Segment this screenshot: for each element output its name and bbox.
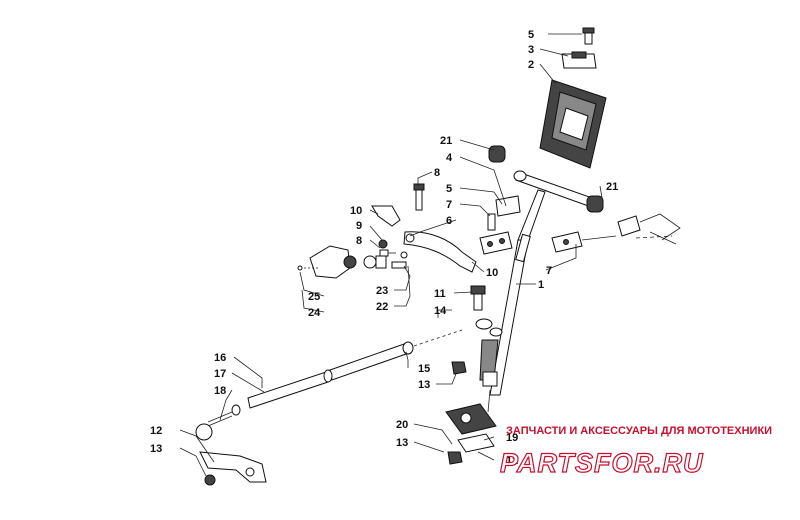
callout-8-top: 8: [434, 167, 440, 179]
bolt-8-small: [379, 249, 396, 257]
callout-13-bottom: 13: [396, 437, 408, 449]
callout-21-right: 21: [606, 181, 618, 193]
watermark-tagline: ЗАПЧАСТИ И АКСЕССУАРЫ ДЛЯ МОТОТЕХНИКИ: [506, 425, 772, 437]
callout-16: 16: [214, 352, 226, 364]
bushing-21-left: [488, 145, 506, 163]
spindle-left: [199, 451, 267, 486]
callout-18: 18: [214, 385, 226, 397]
clamp-cap: [561, 51, 597, 69]
callout-8-left: 8: [356, 235, 362, 247]
callout-5-top: 5: [528, 29, 534, 41]
callout-10-right: 10: [486, 267, 498, 279]
bolt-11: [470, 285, 486, 311]
callout-19: 19: [506, 432, 518, 444]
callout-7-mid: 7: [446, 199, 452, 211]
callout-3: 3: [528, 44, 534, 56]
tie-rod: [247, 329, 463, 409]
bolt-8-top: [413, 183, 425, 211]
callout-22: 22: [376, 301, 388, 313]
callout-7-right: 7: [546, 265, 552, 277]
callout-5-mid: 5: [446, 183, 452, 195]
callout-4: 4: [446, 152, 453, 164]
steering-post: [479, 189, 546, 413]
callout-12-bottom: 12: [506, 455, 518, 467]
callout-10-left: 10: [350, 205, 362, 217]
lever-10: [371, 205, 401, 227]
callout-20: 20: [396, 419, 408, 431]
watermark: ЗАПЧАСТИ И АКСЕССУАРЫ ДЛЯ МОТОТЕХНИКИ PA…: [499, 425, 772, 479]
callout-2: 2: [528, 59, 534, 71]
throttle-linkage-right: [617, 213, 681, 245]
callout-14: 14: [434, 305, 447, 317]
bushing-21-right: [586, 195, 604, 213]
handlebar-pad: [539, 79, 607, 169]
nut-13-mid: [451, 361, 467, 375]
bolt-5-top: [582, 27, 595, 45]
screw-23-22: [391, 251, 408, 269]
callout-21-left: 21: [440, 135, 452, 147]
callout-12-left: 12: [150, 425, 162, 437]
callout-17: 17: [214, 368, 226, 380]
tie-rod-end-18: [195, 411, 233, 441]
callout-13-left: 13: [150, 443, 162, 455]
bracket-7-right: [551, 231, 617, 253]
callout-9: 9: [356, 220, 362, 232]
watermark-brand: PARTSFOR.RU: [500, 448, 704, 478]
callout-6: 6: [446, 215, 452, 227]
callout-23: 23: [376, 285, 388, 297]
steering-arm-6: [403, 231, 477, 273]
throttle-housing: [309, 245, 387, 279]
callout-11: 11: [434, 288, 446, 300]
leader-lines: [179, 33, 603, 477]
nut-13-bottom: [447, 451, 463, 465]
callout-labels: 5 3 2 21 4 8 5 7 6 21 10 9 8 10 7 1 23 2…: [150, 29, 618, 467]
washer-9: [378, 239, 388, 249]
clamp-block-5: [495, 195, 521, 217]
callout-25: 25: [308, 291, 320, 303]
callout-1: 1: [538, 279, 544, 291]
clamp-plate: [479, 231, 513, 255]
callout-24: 24: [308, 307, 321, 319]
callout-13-mid: 13: [418, 379, 430, 391]
lower-plate: [445, 403, 497, 453]
throttle-cable: [297, 265, 320, 271]
bolt-7-top: [487, 213, 496, 231]
jam-nut-17: [231, 404, 241, 416]
callout-15: 15: [418, 363, 430, 375]
bearing-14: [475, 318, 503, 337]
